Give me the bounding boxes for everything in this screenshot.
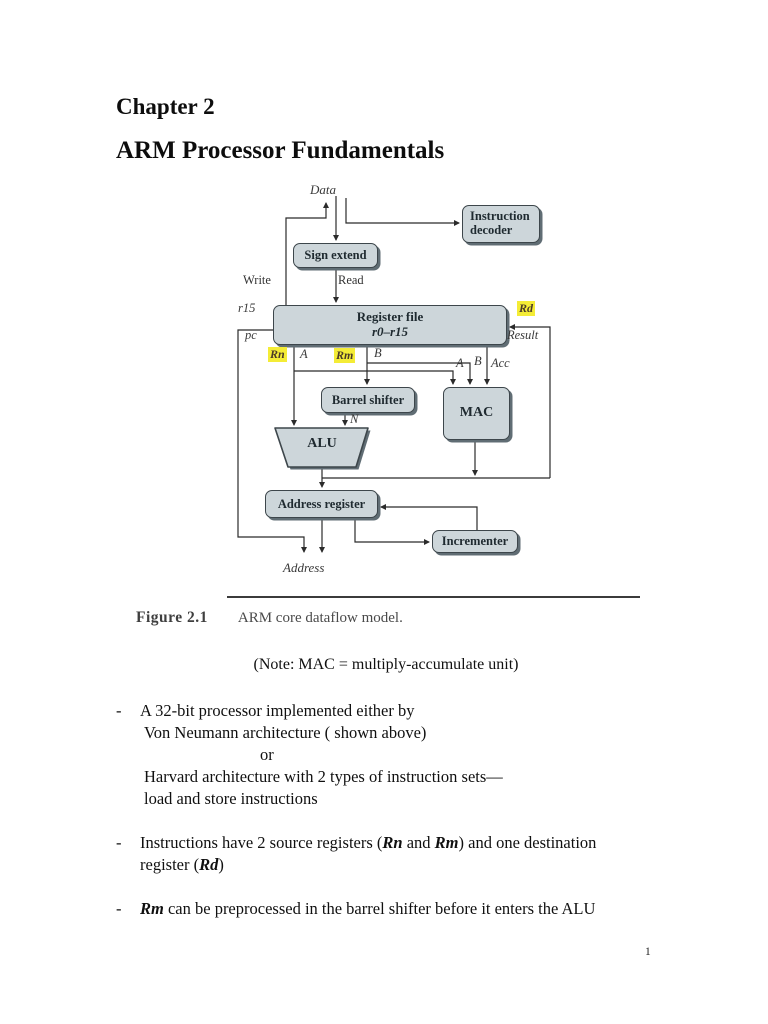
bullet-architecture: - A 32-bit processor implemented either … (116, 700, 661, 810)
bullet2-part1: Instructions have 2 source registers ( (140, 833, 383, 852)
read-label: Read (338, 273, 364, 287)
instruction-decoder-label-line2: decoder (470, 223, 513, 238)
bullet-architecture-text: A 32-bit processor implemented either by… (140, 700, 503, 810)
arm-dataflow-diagram: Instruction decoder Sign extend Register… (230, 182, 565, 582)
bullet2-part3: ) and one destination (458, 833, 597, 852)
bullet-marker: - (116, 899, 122, 918)
bullet-registers-text: Instructions have 2 source registers (Rn… (140, 832, 596, 876)
mac-a-label: A (456, 356, 464, 370)
barrel-shifter-box: Barrel shifter (321, 387, 415, 413)
port-a-label: A (300, 347, 308, 361)
result-label: Result (507, 328, 539, 342)
bullet3-part1: can be preprocessed in the barrel shifte… (163, 899, 596, 918)
incrementer-label: Incrementer (441, 534, 509, 549)
bullet-barrel-shifter-text: Rm can be preprocessed in the barrel shi… (140, 898, 595, 920)
caption-divider (227, 596, 640, 598)
mac-note: (Note: MAC = multiply-accumulate unit) (253, 656, 519, 673)
bullet1-line3: or (260, 745, 274, 764)
bullet1-line1: A 32-bit processor implemented either by (140, 701, 415, 720)
mac-acc-label: Acc (491, 356, 510, 370)
data-bus-label: Data (310, 182, 336, 197)
bullet-marker: - (116, 701, 122, 720)
rm-highlight-label: Rm (334, 348, 356, 363)
register-file-range-label: r0–r15 (371, 324, 409, 339)
diagram-connections (237, 196, 551, 553)
mac-box: MAC (443, 387, 510, 440)
register-file-box: Register file r0–r15 (273, 305, 507, 345)
bullet1-line4: Harvard architecture with 2 types of ins… (144, 767, 503, 786)
n-label: N (350, 412, 359, 426)
figure-number: Figure 2.1 (136, 609, 208, 626)
bullet2-line2-part1: register ( (140, 855, 200, 874)
register-file-label: Register file (356, 309, 424, 325)
write-label: Write (243, 273, 271, 287)
r15-label: r15 (238, 301, 256, 315)
alu-label: ALU (307, 436, 337, 451)
figure-caption: Figure 2.1 ARM core dataflow model. (136, 609, 403, 627)
bullet-marker: - (116, 833, 122, 852)
incrementer-box: Incrementer (432, 530, 518, 553)
bullet3-rm: Rm (140, 899, 164, 918)
bullet2-line1: Instructions have 2 source registers (Rn… (140, 832, 596, 854)
sign-extend-box: Sign extend (293, 243, 378, 268)
figure-caption-text: ARM core dataflow model. (237, 610, 403, 626)
bullet1-line5: load and store instructions (144, 789, 318, 808)
rn-highlight-label: Rn (268, 347, 287, 362)
address-register-box: Address register (265, 490, 378, 518)
sign-extend-label: Sign extend (304, 248, 367, 263)
bullet2-rm: Rm (434, 833, 459, 852)
page-number: 1 (645, 946, 651, 958)
page-title: ARM Processor Fundamentals (116, 137, 445, 164)
bullet2-line2: register (Rd) (140, 854, 596, 876)
bullet1-line2: Von Neumann architecture ( shown above) (144, 723, 427, 742)
bullet2-part2: and (402, 833, 435, 852)
bullet-registers: - Instructions have 2 source registers (… (116, 832, 661, 876)
barrel-shifter-label: Barrel shifter (331, 392, 405, 407)
bullet2-rn: Rn (382, 833, 403, 852)
alu-shape (274, 427, 371, 470)
instruction-decoder-label-line1: Instruction (470, 209, 530, 223)
rd-highlight-label: Rd (517, 301, 536, 316)
instruction-decoder-box: Instruction decoder (462, 205, 540, 243)
bullet2-rd: Rd (199, 855, 219, 874)
bullet2-line2-part2: ) (218, 855, 224, 874)
chapter-heading: Chapter 2 (116, 94, 215, 119)
pc-label: pc (245, 328, 257, 342)
mac-label: MAC (459, 405, 494, 421)
bullet-barrel-shifter: - Rm can be preprocessed in the barrel s… (116, 898, 661, 920)
address-register-label: Address register (277, 496, 366, 511)
address-bus-label: Address (283, 560, 325, 575)
mac-b-label: B (474, 354, 482, 368)
port-b-label: B (374, 346, 382, 360)
